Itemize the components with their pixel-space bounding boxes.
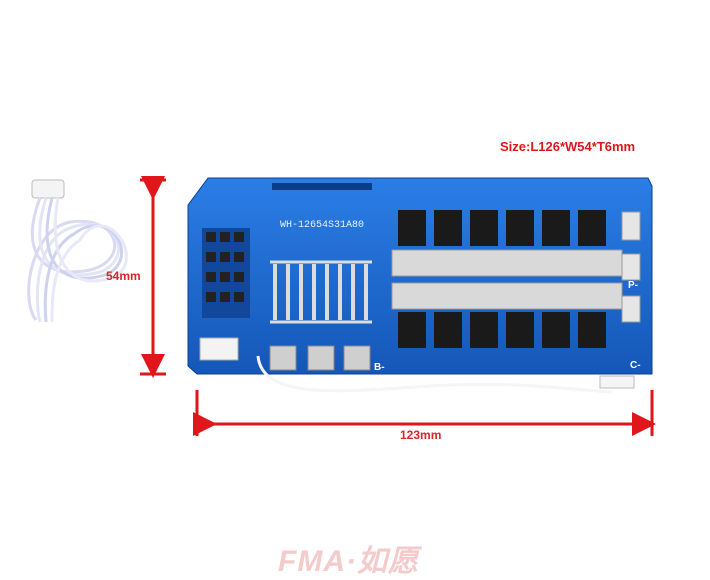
terminal-pad: [621, 253, 641, 281]
width-dimension: [193, 390, 656, 436]
b-minus-label: B-: [374, 362, 385, 373]
mosfet-row-top: [398, 210, 606, 246]
board-model-label: WH-12654S31A80: [280, 220, 365, 231]
height-label: 54mm: [106, 269, 141, 283]
terminal-pad: [621, 295, 641, 323]
ntc-sensor: [599, 375, 635, 389]
b-terminal-bolt: [269, 345, 297, 371]
harness-connector: [31, 179, 65, 199]
b-terminal-bolt: [343, 345, 371, 371]
mosfet-row-bottom: [398, 312, 606, 348]
ntc-wire: [256, 355, 613, 394]
width-label: 123mm: [400, 428, 442, 442]
watermark: FMA·如愿: [278, 545, 419, 578]
b-terminal-bolt: [307, 345, 335, 371]
height-dimension: [140, 176, 166, 378]
shunt-resistors: [270, 260, 372, 324]
p-minus-label: P-: [628, 280, 638, 291]
heatsink-bottom: [391, 282, 623, 310]
terminal-pad: [621, 211, 641, 241]
heatsink-top: [391, 249, 623, 277]
balance-connector: [199, 337, 239, 361]
c-minus-label: C-: [630, 360, 641, 371]
pin-header: [272, 183, 372, 190]
balance-ic-array: [202, 228, 250, 318]
wire-harness: [27, 179, 128, 323]
pcb-board: [187, 177, 653, 394]
size-caption: Size:L126*W54*T6mm: [500, 139, 636, 154]
